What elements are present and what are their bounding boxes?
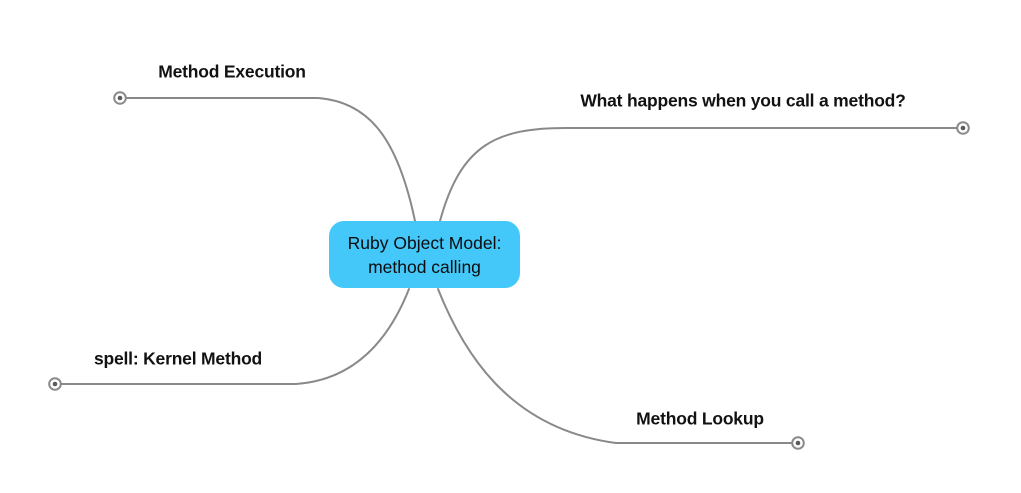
topic-what-happens-when-you-call-a-method[interactable]: What happens when you call a method? (580, 90, 906, 111)
root-topic-line1: Ruby Object Model: (347, 232, 502, 253)
connector-what-happens (439, 127, 964, 222)
connector-method-lookup (437, 288, 799, 444)
topic-method-execution[interactable]: Method Execution (158, 61, 306, 82)
root-topic[interactable]: Ruby Object Model: method calling (329, 221, 520, 288)
endpoint-spell-kernel-method[interactable] (48, 377, 62, 391)
endpoint-method-lookup[interactable] (791, 436, 805, 450)
topic-spell-kernel-method[interactable]: spell: Kernel Method (93, 348, 263, 369)
root-topic-line2: method calling (368, 256, 481, 277)
endpoint-method-execution[interactable] (113, 91, 127, 105)
connector-spell-kernel-method (54, 288, 410, 385)
endpoint-what-happens[interactable] (956, 121, 970, 135)
connector-method-execution (119, 97, 416, 222)
root-topic-box[interactable] (329, 221, 520, 288)
topic-method-lookup[interactable]: Method Lookup (636, 408, 764, 429)
